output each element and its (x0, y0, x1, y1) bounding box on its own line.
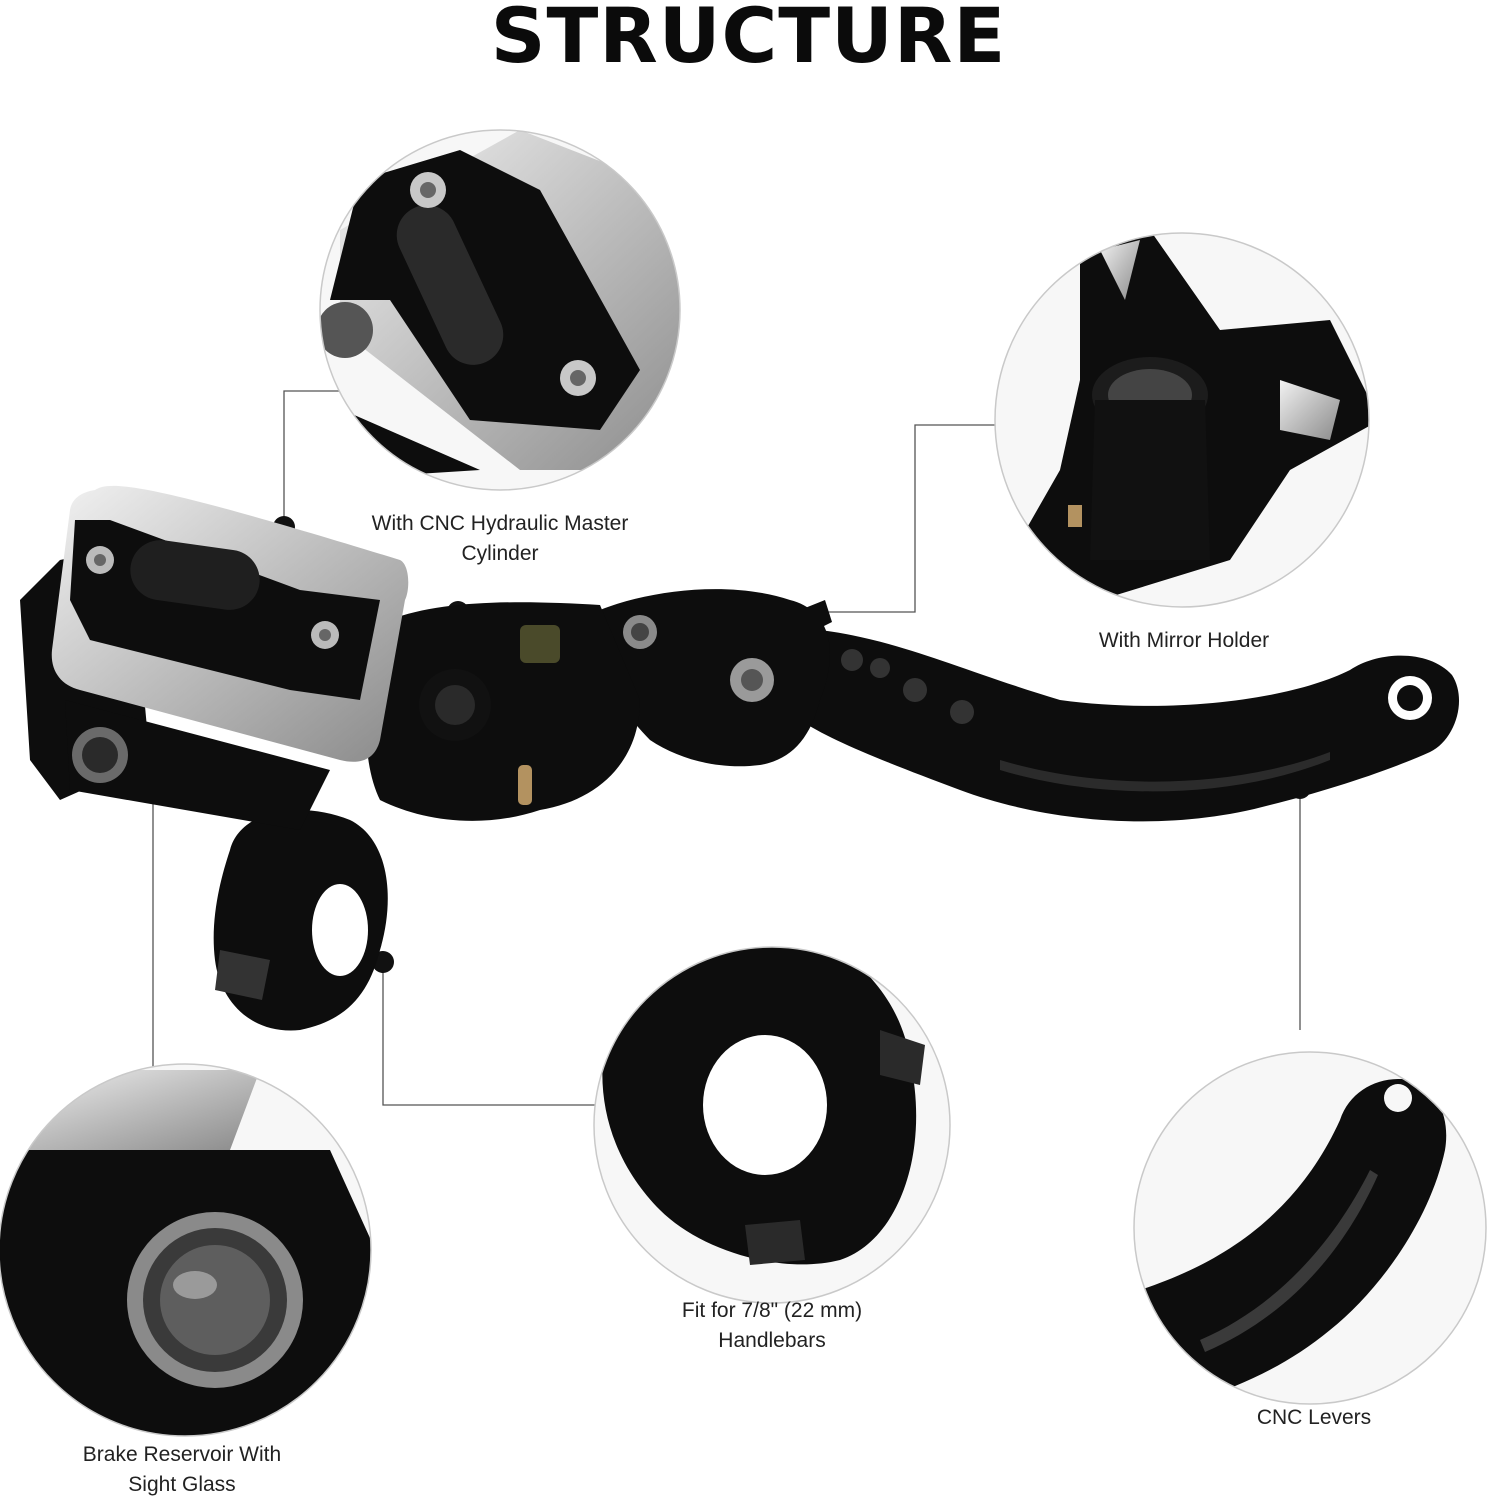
detail-cnc-lever (1133, 1051, 1487, 1405)
callout-mirror-holder: With Mirror Holder (1034, 626, 1334, 656)
detail-mirror-holder (994, 232, 1370, 608)
callout-master-cylinder-line-2: Cylinder (461, 542, 539, 565)
detail-handlebar-clamp (593, 946, 951, 1304)
main-product (20, 485, 1460, 1031)
detail-sight-glass (0, 1063, 372, 1437)
callout-master-cylinder-line-1: With CNC Hydraulic Master (371, 512, 629, 535)
callout-handlebars-line-1: Fit for 7/8" (22 mm) (681, 1299, 863, 1322)
callout-sight-glass-line-2: Sight Glass (128, 1473, 236, 1496)
detail-master-cylinder (319, 129, 681, 491)
callout-sight-glass: Brake Reservoir With Sight Glass (32, 1440, 332, 1500)
leader-handlebars (382, 962, 595, 1106)
callout-mirror-holder-line-1: With Mirror Holder (1098, 629, 1270, 652)
callout-handlebars-line-2: Handlebars (718, 1329, 826, 1352)
leader-master-cylinder (283, 390, 340, 527)
callout-cnc-levers: CNC Levers (1164, 1403, 1464, 1433)
callout-sight-glass-line-1: Brake Reservoir With (82, 1443, 282, 1466)
callout-cnc-levers-line-1: CNC Levers (1256, 1406, 1372, 1429)
callout-master-cylinder: With CNC Hydraulic Master Cylinder (320, 509, 680, 569)
callout-handlebars: Fit for 7/8" (22 mm) Handlebars (622, 1296, 922, 1356)
page-title: STRUCTURE (490, 0, 1007, 80)
